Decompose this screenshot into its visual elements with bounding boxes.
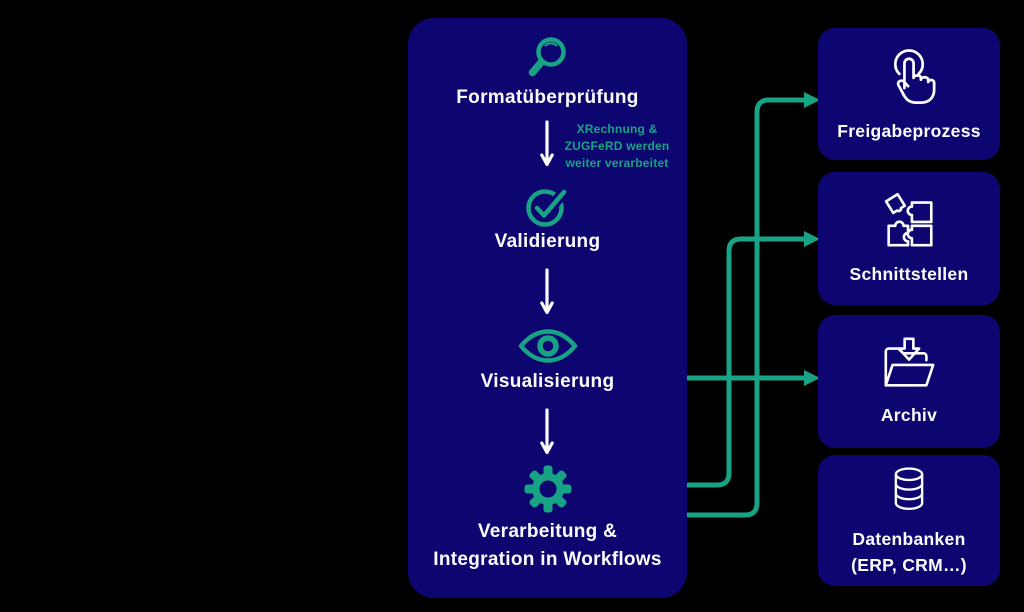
- target-box-archiv: Archiv: [818, 315, 1000, 448]
- check-circle-icon: [408, 182, 687, 230]
- arrow-note-line: XRechnung &: [576, 122, 658, 136]
- step-label-verarbeitung-line1: Verarbeitung &: [477, 521, 618, 542]
- tap-hand-icon: [879, 45, 939, 109]
- arrow-note: XRechnung & ZUGFeRD werden weiter verarb…: [558, 121, 676, 172]
- target-box-freigabeprozess: Freigabeprozess: [818, 28, 1000, 160]
- target-label: Freigabeprozess: [837, 120, 981, 141]
- puzzle-icon: [878, 190, 940, 252]
- down-arrow-icon: [540, 120, 554, 168]
- target-label: Schnittstellen: [849, 264, 969, 284]
- down-arrow-icon: [540, 268, 554, 316]
- folder-download-icon: [878, 335, 940, 393]
- step-label-formatueberpruefung: Formatüberprüfung: [456, 87, 639, 108]
- arrow-note-line: ZUGFeRD werden: [564, 139, 670, 153]
- target-box-schnittstellen: Schnittstellen: [818, 172, 1000, 305]
- target-label: Datenbanken (ERP, CRM…): [851, 526, 967, 578]
- target-label: Archiv: [880, 405, 938, 425]
- target-label-main: Datenbanken: [852, 529, 966, 549]
- target-box-datenbanken: Datenbanken (ERP, CRM…): [818, 455, 1000, 586]
- gear-icon: [408, 464, 687, 514]
- magnifier-icon: [408, 32, 687, 82]
- down-arrow-icon: [540, 408, 554, 456]
- eye-icon: [408, 326, 687, 366]
- database-icon: [881, 463, 937, 517]
- step-label-verarbeitung-line2: Integration in Workflows: [433, 549, 662, 570]
- arrow-note-line: weiter verarbeitet: [565, 156, 669, 170]
- target-label-sub: (ERP, CRM…): [851, 555, 967, 575]
- process-panel: Formatüberprüfung XRechnung & ZUGFeRD we…: [408, 18, 687, 598]
- step-label-visualisierung: Visualisierung: [480, 371, 615, 392]
- step-label-validierung: Validierung: [494, 231, 601, 252]
